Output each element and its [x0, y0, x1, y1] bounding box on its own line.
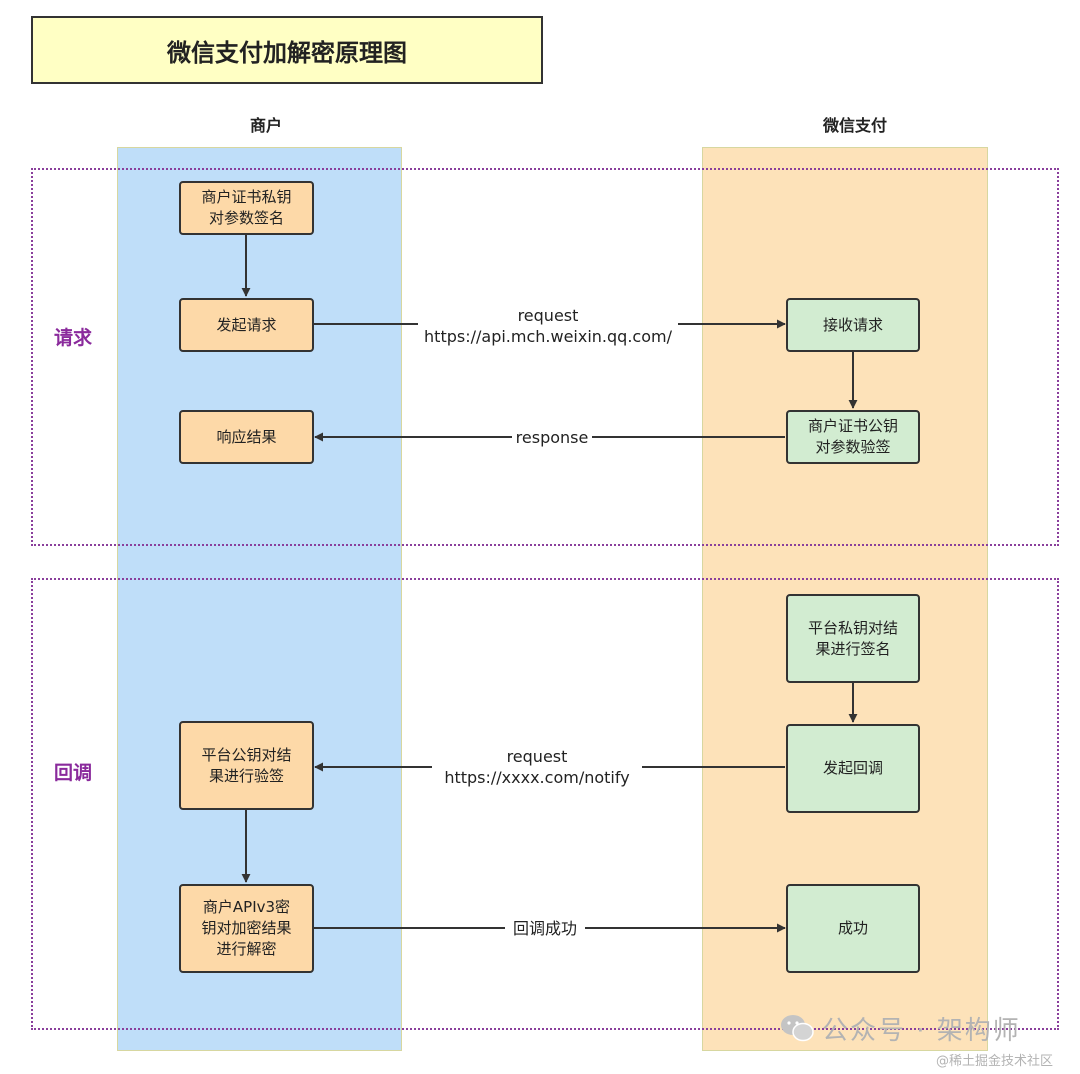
edge-label-notify: request https://xxxx.com/notify: [432, 746, 642, 788]
node-receive-request: 接收请求: [786, 298, 920, 352]
edge-label-callback-success: 回调成功: [505, 918, 585, 939]
diagram-title: 微信支付加解密原理图: [31, 16, 543, 84]
lane-header-merchant: 商户: [249, 116, 282, 135]
wechat-logo-icon: [780, 1013, 814, 1043]
node-success: 成功: [786, 884, 920, 973]
group-request: [31, 168, 1059, 546]
node-platform-sign: 平台私钥对结 果进行签名: [786, 594, 920, 683]
node-verify-sign: 商户证书公钥 对参数验签: [786, 410, 920, 464]
group-callback: [31, 578, 1059, 1030]
node-send-callback: 发起回调: [786, 724, 920, 813]
watermark-community: @稀土掘金技术社区: [936, 1054, 1054, 1069]
node-platform-verify: 平台公钥对结 果进行验签: [179, 721, 314, 810]
node-decrypt: 商户APIv3密 钥对加密结果 进行解密: [179, 884, 314, 973]
group-label-request: 请求: [54, 327, 93, 349]
group-label-callback: 回调: [54, 762, 93, 784]
edge-label-response: response: [512, 427, 592, 448]
edge-label-request: request https://api.mch.weixin.qq.com/: [418, 305, 678, 347]
node-response-result: 响应结果: [179, 410, 314, 464]
watermark-account: 公众号 · 架构师: [822, 1016, 1021, 1046]
lane-header-wechat: 微信支付: [822, 116, 887, 135]
node-merchant-sign: 商户证书私钥 对参数签名: [179, 181, 314, 235]
node-send-request: 发起请求: [179, 298, 314, 352]
